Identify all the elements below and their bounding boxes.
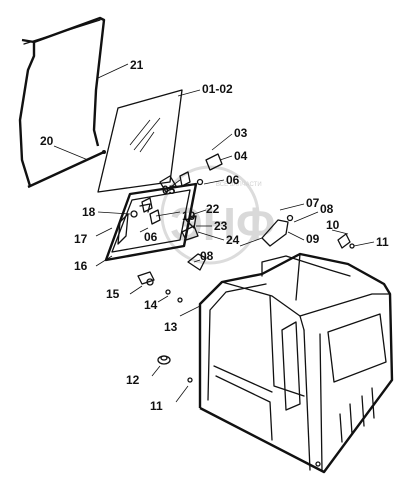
hardware-18-19 — [130, 197, 161, 225]
callout-15: 15 — [106, 287, 120, 301]
callout-17: 17 — [74, 232, 88, 246]
callout-18: 18 — [82, 205, 96, 219]
callout-23: 23 — [214, 219, 228, 233]
callout-10: 10 — [326, 218, 340, 232]
callout-08a: 08 — [320, 202, 334, 216]
callout-09: 09 — [306, 232, 320, 246]
callout-14: 14 — [144, 298, 158, 312]
glass-01-02 — [97, 89, 183, 193]
callout-03: 03 — [234, 126, 248, 140]
callout-11b: 11 — [150, 399, 163, 413]
callout-13: 13 — [164, 320, 178, 334]
hardware-22-24 — [181, 215, 199, 241]
watermark-small-text: ВСЕ ЗАПЧАСТИ — [216, 182, 262, 188]
leader-lines — [53, 63, 375, 403]
callout-21: 21 — [130, 58, 144, 72]
callout-08b: 08 — [200, 249, 214, 263]
callout-11a: 11 — [376, 235, 389, 249]
callout-12: 12 — [126, 373, 140, 387]
callout-01-02: 01-02 — [202, 82, 233, 96]
hardware-upper — [159, 153, 223, 193]
callout-24: 24 — [226, 233, 240, 247]
rod-20 — [27, 150, 106, 189]
callout-06b: 06 — [144, 230, 158, 244]
callout-16: 16 — [74, 259, 88, 273]
latch-08 — [187, 253, 207, 271]
callout-20: 20 — [40, 134, 54, 148]
callout-04: 04 — [234, 149, 248, 163]
bracket-10 — [337, 233, 355, 249]
callout-22: 22 — [206, 202, 220, 216]
callout-05: 05 — [162, 183, 176, 197]
callout-07: 07 — [306, 196, 320, 210]
latch-07-09 — [239, 214, 294, 247]
callout-06a: 06 — [226, 173, 240, 187]
door-seal-21 — [18, 16, 106, 187]
cab-body — [198, 252, 394, 474]
callout-labels: 21 01-02 20 03 04 05 06 18 19 22 23 07 0… — [40, 58, 389, 413]
hardware-13-15 — [137, 271, 183, 303]
grommet-12 — [157, 355, 193, 383]
callout-19: 19 — [182, 209, 196, 223]
